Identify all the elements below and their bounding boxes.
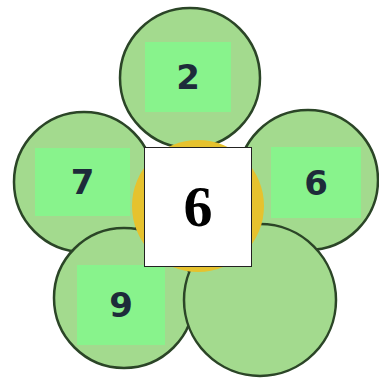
petal-number-box: 6 — [271, 147, 361, 218]
petal-number: 2 — [176, 60, 200, 94]
flower-center — [132, 140, 264, 272]
petal-number: 6 — [304, 166, 328, 200]
center-square: 6 — [144, 147, 252, 267]
petal-number-box: 2 — [145, 42, 231, 112]
center-number: 6 — [184, 178, 213, 236]
petal-number: 7 — [71, 165, 95, 199]
petal-number-box: 7 — [35, 148, 130, 216]
petal — [120, 8, 260, 148]
petal-number-box: 9 — [77, 265, 165, 345]
petal-number: 9 — [109, 288, 133, 322]
